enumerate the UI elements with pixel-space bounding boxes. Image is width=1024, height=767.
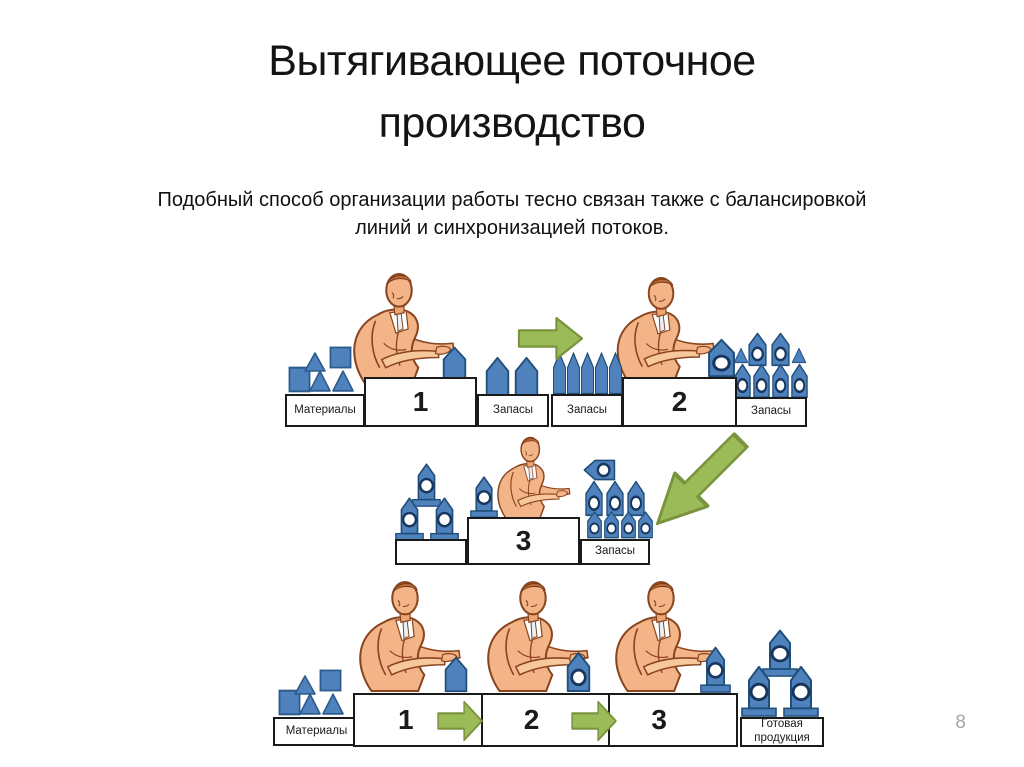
row1-station2-box: 2 bbox=[622, 377, 737, 427]
row2-stock-box: Запасы bbox=[580, 539, 650, 565]
part-house-hole-icon bbox=[790, 362, 809, 399]
material-block-icon bbox=[331, 369, 355, 393]
part-rocket-icon bbox=[430, 495, 459, 541]
station-number: 1 bbox=[398, 704, 414, 735]
part-house-hole-icon bbox=[771, 362, 790, 399]
subtitle-line-2: линий и синхронизацией потоков. bbox=[355, 217, 669, 239]
slide-subtitle: Подобный способ организации работы тесно… bbox=[0, 186, 1024, 242]
part-rocket-icon bbox=[470, 474, 498, 518]
row2-buffer-box bbox=[395, 539, 467, 565]
part-rocket-icon bbox=[741, 663, 777, 717]
row3-station1-cell: 1 bbox=[355, 695, 481, 745]
row3-materials-box: Материалы bbox=[273, 717, 360, 746]
row1-stock-a-box: Запасы bbox=[477, 394, 549, 427]
stock-label: Запасы bbox=[751, 405, 791, 418]
slide-title: Вытягивающее поточное производство bbox=[0, 30, 1024, 155]
row1-materials-box: Материалы bbox=[285, 394, 365, 427]
part-house-icon bbox=[484, 355, 511, 397]
part-house-icon bbox=[608, 350, 623, 396]
part-house-icon bbox=[594, 350, 609, 396]
station-number: 2 bbox=[523, 704, 540, 735]
row2-station3-box: 3 bbox=[467, 517, 580, 565]
flow-arrow-down-left-icon bbox=[643, 427, 755, 537]
part-rocket-icon bbox=[700, 644, 731, 693]
part-house-hole-icon bbox=[586, 510, 603, 539]
flow-arrow-right-icon bbox=[436, 699, 484, 743]
row3-station3-cell: 3 bbox=[608, 695, 736, 745]
material-block-icon bbox=[298, 692, 322, 716]
station-number: 2 bbox=[671, 386, 688, 417]
stock-label: Запасы bbox=[595, 545, 635, 558]
title-line-2: производство bbox=[378, 99, 646, 148]
materials-label: Материалы bbox=[285, 724, 348, 737]
row3-line-box: 1 2 3 bbox=[353, 693, 738, 747]
stock-label: Запасы bbox=[493, 403, 533, 416]
station-number: 3 bbox=[651, 704, 667, 735]
worker-icon bbox=[487, 436, 575, 520]
materials-label: Материалы bbox=[294, 403, 356, 416]
stock-label: Запасы bbox=[567, 403, 607, 416]
material-block-icon bbox=[308, 369, 332, 393]
subtitle-line-1: Подобный способ организации работы тесно… bbox=[157, 189, 867, 211]
part-house-hole-icon bbox=[565, 650, 592, 693]
part-house-hole-icon bbox=[603, 510, 620, 539]
finished-goods-label: Готовая продукция bbox=[754, 718, 810, 744]
flow-arrow-right-icon bbox=[570, 699, 618, 743]
row1-stock-b-box: Запасы bbox=[551, 394, 623, 427]
station-number: 1 bbox=[412, 386, 429, 417]
material-block-icon bbox=[321, 692, 345, 716]
part-rocket-icon bbox=[783, 663, 819, 717]
flow-arrow-right-icon bbox=[516, 315, 585, 362]
part-house-hole-icon bbox=[620, 510, 637, 539]
page-number: 8 bbox=[955, 712, 966, 733]
part-house-icon bbox=[443, 655, 469, 693]
title-line-1: Вытягивающее поточное bbox=[268, 37, 756, 85]
part-rocket-icon bbox=[395, 495, 424, 541]
material-block-icon bbox=[319, 669, 342, 692]
row1-stock-c-box: Запасы bbox=[735, 397, 807, 427]
material-block-icon bbox=[329, 346, 352, 369]
row1-station1-box: 1 bbox=[364, 377, 477, 427]
station-number: 3 bbox=[515, 525, 532, 556]
row3-finished-box: Готовая продукция bbox=[740, 717, 824, 747]
part-house-hole-icon bbox=[752, 362, 771, 399]
